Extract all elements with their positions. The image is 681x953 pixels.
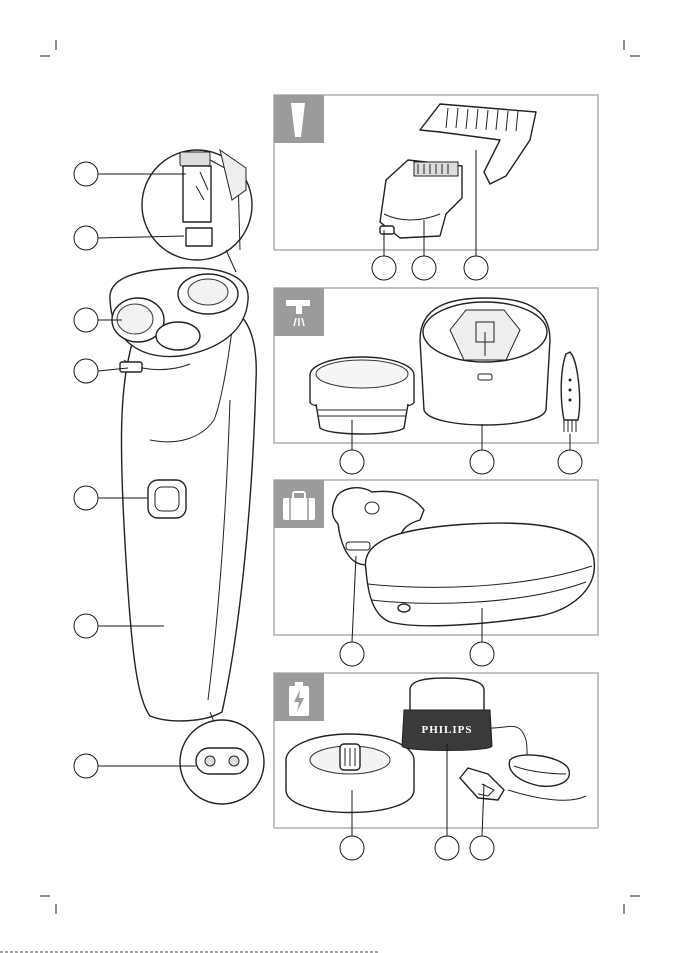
charging-stand <box>286 734 414 813</box>
callout-marker <box>340 836 364 860</box>
panel-charging: PHILIPS <box>274 673 598 860</box>
callout-marker <box>435 836 459 860</box>
panel-cleaning <box>274 288 598 474</box>
callout-marker <box>470 836 494 860</box>
callout-marker <box>340 450 364 474</box>
callout-marker <box>464 256 488 280</box>
callout-marker <box>340 642 364 666</box>
callout-marker <box>74 486 98 510</box>
callout-marker <box>74 308 98 332</box>
brand-label: PHILIPS <box>421 724 472 736</box>
callout-marker <box>74 754 98 778</box>
callout-marker <box>558 450 582 474</box>
power-button <box>148 480 186 518</box>
cleaning-pod <box>420 298 550 425</box>
travel-case <box>365 523 594 626</box>
charging-socket <box>196 748 248 774</box>
cleaning-cartridge <box>310 357 414 434</box>
callout-marker <box>372 256 396 280</box>
callout-marker <box>470 642 494 666</box>
panel-travel <box>274 480 598 666</box>
callout-marker <box>74 162 98 186</box>
shaver-handle <box>121 312 256 721</box>
callout-marker <box>74 359 98 383</box>
callout-marker <box>74 226 98 250</box>
callout-marker <box>74 614 98 638</box>
cleaning-brush <box>561 352 579 432</box>
power-adapter: PHILIPS <box>402 678 586 800</box>
panel-trimmer <box>274 95 598 280</box>
callout-marker <box>412 256 436 280</box>
shaver-illustration <box>110 150 264 804</box>
callout-marker <box>470 450 494 474</box>
